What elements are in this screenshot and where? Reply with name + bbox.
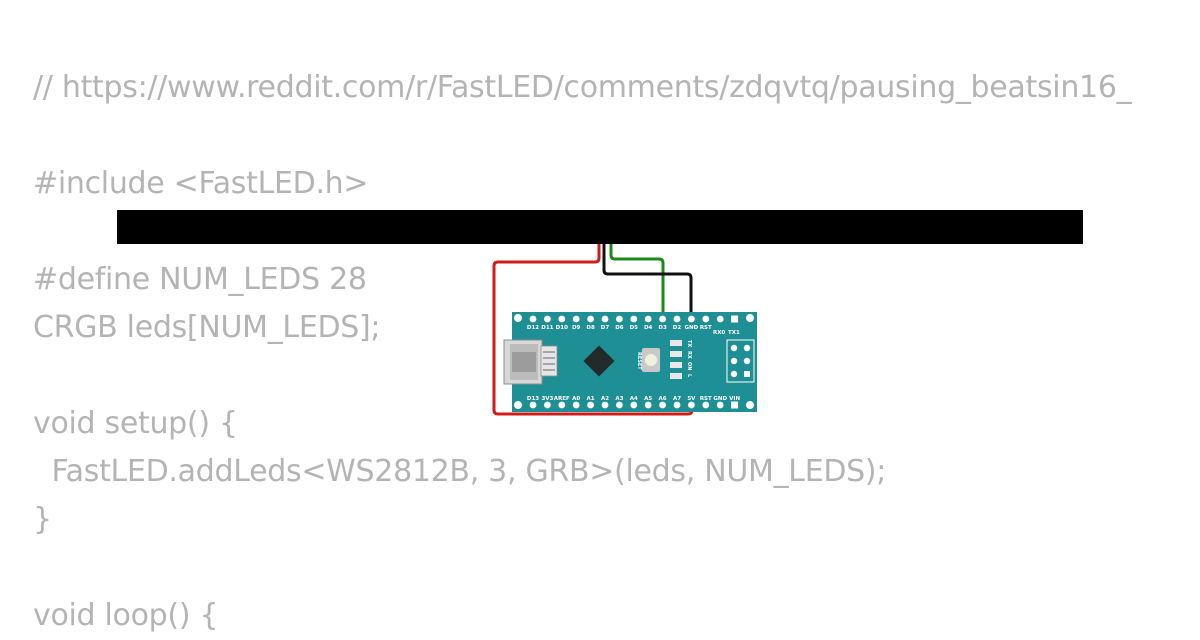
tx1-label: TX1 (728, 330, 740, 336)
header-pin[interactable] (601, 315, 609, 323)
header-pin[interactable] (644, 315, 652, 323)
reset-button[interactable] (642, 348, 660, 372)
pin-label: RST (700, 325, 712, 331)
header-pin[interactable] (572, 401, 580, 409)
header-pin[interactable] (731, 315, 739, 323)
mount-hole (514, 401, 522, 409)
led-rx-icon (670, 351, 682, 357)
led-l-icon (670, 373, 682, 379)
pin-label: D2 (673, 325, 682, 331)
code-line-12: void loop() { (33, 598, 219, 633)
pin-label: A2 (601, 396, 609, 402)
code-line-5: #define NUM_LEDS 28 (33, 262, 367, 297)
led-on-label: ON (686, 362, 692, 370)
header-pin[interactable] (587, 315, 594, 323)
usb-connector-icon (503, 339, 558, 385)
pin-label: D11 (541, 325, 553, 331)
led-strip[interactable] (117, 210, 1083, 244)
header-pin[interactable] (529, 401, 537, 409)
header-pin[interactable] (529, 315, 537, 323)
pin-label: D13 (527, 396, 539, 402)
header-pin[interactable] (587, 401, 594, 409)
led-on-icon (670, 362, 682, 368)
header-pin[interactable] (659, 401, 666, 409)
led-tx-icon (670, 340, 682, 346)
code-line-10: } (33, 502, 52, 537)
header-pin[interactable] (616, 401, 623, 409)
wire-5v-red[interactable] (492, 244, 694, 416)
pin-label: D9 (572, 325, 581, 331)
pin-label: GND (685, 325, 699, 331)
header-pin[interactable] (572, 315, 580, 323)
pin-label: A6 (659, 396, 667, 402)
header-pin[interactable] (702, 401, 710, 409)
header-pin[interactable] (702, 315, 710, 323)
wire-data-green[interactable] (609, 244, 665, 318)
led-tx-label: TX (686, 340, 692, 347)
code-line-6: CRGB leds[NUM_LEDS]; (33, 310, 381, 345)
header-pin[interactable] (558, 401, 566, 409)
header-pin[interactable] (630, 401, 638, 409)
microcontroller-chip-icon (583, 345, 615, 377)
code-line-2 (33, 112, 1131, 160)
bottom-pin-header (529, 401, 739, 409)
code-line-9: FastLED.addLeds<WS2812B, 3, GRB>(leds, N… (33, 454, 887, 489)
header-pin[interactable] (731, 401, 739, 409)
pin-label: A5 (644, 396, 652, 402)
status-leds (670, 340, 682, 379)
led-l-label: L (686, 374, 692, 378)
pin-label: D10 (556, 325, 568, 331)
pin-label: RST (700, 396, 712, 402)
pin-label: A1 (587, 396, 595, 402)
pin-label: AREF (554, 396, 570, 402)
header-pin[interactable] (716, 401, 724, 409)
pin-label: 5V (687, 396, 696, 402)
icsp-header (726, 339, 755, 383)
pin-label: A4 (630, 396, 638, 402)
pin-label: VIN (729, 396, 740, 402)
header-pin[interactable] (558, 315, 566, 323)
top-pin-header (529, 315, 739, 323)
pin-label: D5 (630, 325, 639, 331)
header-pin[interactable] (544, 401, 551, 409)
header-pin[interactable] (688, 315, 695, 323)
pin-label: D3 (658, 325, 667, 331)
code-line-1: // https://www.reddit.com/r/FastLED/comm… (33, 70, 1132, 105)
mount-hole (746, 314, 754, 322)
header-pin[interactable] (544, 315, 551, 323)
code-line-8: void setup() { (33, 406, 238, 441)
header-pin[interactable] (644, 401, 652, 409)
pin-label: A0 (572, 396, 580, 402)
pin-label: D6 (615, 325, 624, 331)
header-pin[interactable] (716, 315, 724, 323)
mount-hole (746, 401, 754, 409)
header-pin[interactable] (673, 315, 681, 323)
header-pin[interactable] (601, 401, 609, 409)
pin-label: 3V3 (541, 396, 553, 402)
header-pin[interactable] (688, 401, 695, 409)
reset-label: RESET (636, 352, 642, 370)
mount-hole (514, 314, 522, 322)
pin-label: D7 (601, 325, 610, 331)
code-line-3: #include <FastLED.h> (33, 166, 369, 201)
pin-label: A3 (615, 396, 623, 402)
pin-label: D8 (586, 325, 595, 331)
led-rx-label: RX (686, 351, 692, 359)
code-line-11 (33, 544, 1131, 592)
header-pin[interactable] (616, 315, 623, 323)
code-editor: // https://www.reddit.com/r/FastLED/comm… (33, 64, 1132, 640)
pin-label: A7 (673, 396, 681, 402)
rx0-label: RX0 (713, 330, 725, 336)
header-pin[interactable] (659, 315, 666, 323)
pin-label: GND (713, 396, 727, 402)
header-pin[interactable] (673, 401, 681, 409)
wire-gnd-black[interactable] (602, 244, 693, 318)
header-pin[interactable] (630, 315, 638, 323)
pin-label: D4 (644, 325, 653, 331)
pin-label: D12 (527, 325, 539, 331)
